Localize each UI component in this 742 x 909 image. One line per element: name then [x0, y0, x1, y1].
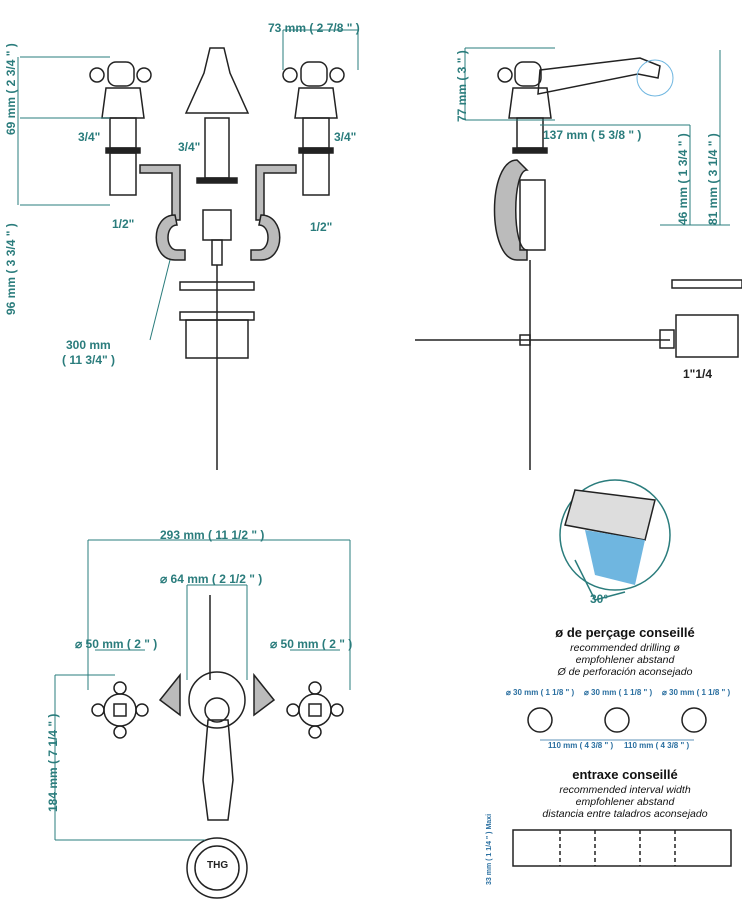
dim-center-diameter: ⌀ 64 mm ( 2 1/2 " ) [160, 572, 263, 586]
aerator-detail [559, 479, 671, 601]
drilling-es: Ø de perforación aconsejado [557, 666, 693, 678]
waste-size: 1"1/4 [683, 367, 713, 381]
drilling-holes [527, 707, 707, 733]
hole-diameter-3: ⌀ 30 mm ( 1 1/8 " ) [662, 688, 731, 697]
drilling-de: empfohlener abstand [575, 654, 675, 666]
hose-length: 300 mm [66, 338, 111, 352]
drilling-en: recommended drilling ø [570, 642, 680, 654]
side-view-faucet [415, 57, 742, 470]
hole-spacing-1: 110 mm ( 4 3/8 " ) [548, 741, 614, 750]
left-handle [89, 61, 152, 196]
inlet-right: 1/2" [310, 220, 333, 234]
top-dimension-lines [54, 539, 351, 841]
pipes [139, 164, 297, 261]
pop-up-waste [179, 265, 255, 470]
thread-right: 3/4" [334, 130, 357, 144]
hose-length-inch: ( 11 3/4" ) [62, 353, 116, 367]
hole-diameter-1: ⌀ 30 mm ( 1 1/8 " ) [506, 688, 575, 697]
spout [184, 47, 250, 266]
dim-left-diameter: ⌀ 50 mm ( 2 " ) [75, 637, 158, 651]
dim-reach: 137 mm ( 5 3/8 " ) [543, 128, 642, 142]
drilling-title: ø de perçage conseillé [555, 625, 695, 640]
dim-spout-height: 77 mm ( 3 " ) [455, 50, 469, 122]
dim-handle-height: 69 mm ( 2 3/4 " ) [4, 43, 18, 135]
inlet-left: 1/2" [112, 217, 135, 231]
interval-heading: entraxe conseillé recommended interval w… [520, 766, 730, 820]
left-cross-handle [91, 681, 149, 739]
dim-overall-width: 293 mm ( 11 1/2 " ) [160, 528, 265, 542]
aerator-angle: 30° [590, 592, 609, 606]
dim-81: 81 mm ( 3 1/4 " ) [706, 133, 720, 225]
top-view-faucet [91, 595, 344, 899]
thread-center: 3/4" [178, 140, 201, 154]
dim-lower-height: 96 mm ( 3 3/4 " ) [4, 223, 18, 315]
hole-diameter-2: ⌀ 30 mm ( 1 1/8 " ) [584, 688, 653, 697]
dim-depth: 184 mm ( 7 1/4 " ) [46, 713, 60, 812]
thread-left: 3/4" [78, 130, 101, 144]
right-handle [282, 61, 345, 196]
interval-en: recommended interval width [559, 784, 691, 796]
front-view-faucet [89, 47, 345, 470]
thg-logo: THG [207, 860, 229, 871]
interval-title: entraxe conseillé [572, 767, 678, 782]
dim-46: 46 mm ( 1 3/4 " ) [676, 133, 690, 225]
dim-handle-width: 73 mm ( 2 7/8 " ) [268, 21, 360, 35]
countertop-section [512, 829, 732, 867]
side-dimension-lines [464, 47, 730, 226]
max-thickness: 33 mm ( 1 1/4 " ) Maxi [486, 813, 493, 885]
drilling-heading: ø de perçage conseillé recommended drill… [520, 624, 730, 678]
interval-es: distancia entre taladros aconsejado [542, 808, 708, 820]
hole-spacing-2: 110 mm ( 4 3/8 " ) [624, 741, 690, 750]
dim-right-diameter: ⌀ 50 mm ( 2 " ) [270, 637, 353, 651]
front-dimension-lines [17, 29, 359, 341]
interval-de: empfohlener abstand [575, 796, 675, 808]
right-cross-handle [286, 681, 344, 739]
